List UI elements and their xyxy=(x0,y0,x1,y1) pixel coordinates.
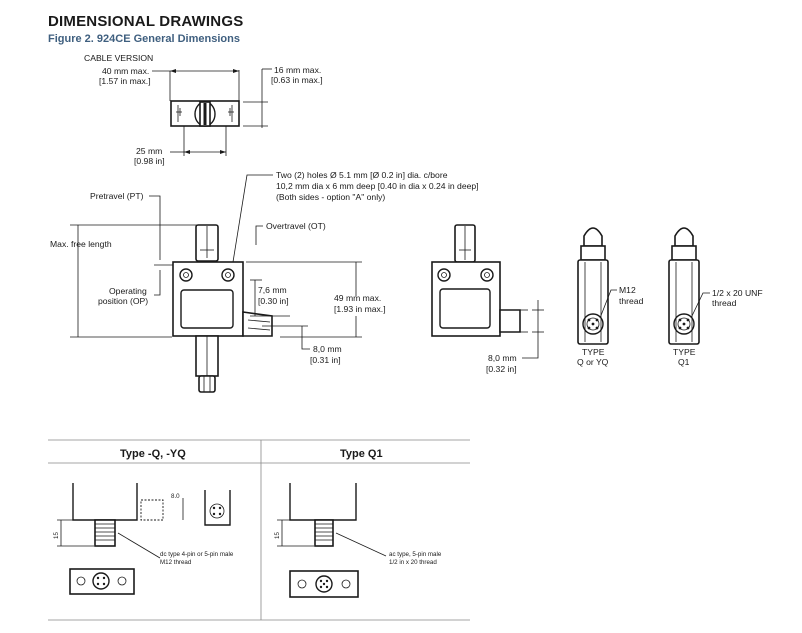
top-hole-spacing-mm: 25 mm xyxy=(136,146,162,156)
side-body xyxy=(431,261,501,337)
height-mm: 49 mm max. xyxy=(334,293,381,303)
left-connector-face xyxy=(209,503,225,519)
right-note-line1: ac type, 5-pin male xyxy=(389,551,442,558)
m12-label-line1: M12 xyxy=(619,285,636,295)
dim-76-mm: 7,6 mm xyxy=(258,285,287,295)
right-note-line2: 1/2 in x 20 thread xyxy=(389,559,437,566)
top-depth-mm: 16 mm max. xyxy=(274,65,321,75)
overtravel-label: Overtravel (OT) xyxy=(266,221,326,231)
q1-connector-face xyxy=(673,313,695,335)
dim-80-mm: 8,0 mm xyxy=(313,344,342,354)
left-note-line2: M12 thread xyxy=(160,559,192,566)
table-header-right: Type Q1 xyxy=(340,448,383,460)
side-dim-mm: 8,0 mm xyxy=(488,353,517,363)
top-hole-spacing-in: [0.98 in] xyxy=(134,156,165,166)
m12-connector-face xyxy=(582,313,604,335)
q1-type-line2: Q1 xyxy=(678,357,690,367)
left-alt-connector-dashed xyxy=(140,499,164,521)
side-view: 8,0 mm [0.32 in] xyxy=(431,224,544,374)
page-title: DIMENSIONAL DRAWINGS xyxy=(48,13,244,30)
m12-label-line2: thread xyxy=(619,296,644,306)
q1-type-line1: TYPE xyxy=(673,347,696,357)
front-view: Two (2) holes Ø 5.1 mm [Ø 0.2 in] dia. c… xyxy=(50,170,479,393)
operating-position-line1: Operating xyxy=(109,286,147,296)
figure-caption: Figure 2. 924CE General Dimensions xyxy=(48,33,240,45)
table-header-left: Type -Q, -YQ xyxy=(120,448,186,460)
left-threaded-stud xyxy=(94,519,116,547)
connector-view-q1: 1/2 x 20 UNF thread TYPE Q1 xyxy=(668,227,763,367)
height-in: [1.93 in max.] xyxy=(334,304,386,314)
top-depth-in: [0.63 in max.] xyxy=(271,75,323,85)
top-view: CABLE VERSION 40 mm max. [1.57 in max.] … xyxy=(84,53,323,166)
dim-76-in: [0.30 in] xyxy=(258,296,289,306)
m12-type-line1: TYPE xyxy=(582,347,605,357)
side-dim-in: [0.32 in] xyxy=(486,364,517,374)
max-free-length-label: Max. free length xyxy=(50,239,112,249)
operating-position-line2: position (OP) xyxy=(98,296,148,306)
connector-view-m12: M12 thread TYPE Q or YQ xyxy=(577,227,644,367)
holes-note-line2: 10,2 mm dia x 6 mm deep [0.40 in dia x 0… xyxy=(276,181,479,191)
holes-note-line3: (Both sides - option "A" only) xyxy=(276,192,385,202)
m12-type-line2: Q or YQ xyxy=(577,357,609,367)
dim-80-in: [0.31 in] xyxy=(310,355,341,365)
left-note-line1: dc type 4-pin or 5-pin male xyxy=(160,551,234,558)
detail-table: Type -Q, -YQ Type Q1 15 8.0 dc type 4-pi… xyxy=(48,439,470,621)
unf-label-line1: 1/2 x 20 UNF xyxy=(712,288,763,298)
unf-label-line2: thread xyxy=(712,298,737,308)
top-width-in: [1.57 in max.] xyxy=(99,76,151,86)
pretravel-label: Pretravel (PT) xyxy=(90,191,144,201)
right-threaded-stud xyxy=(314,519,334,547)
top-width-mm: 40 mm max. xyxy=(102,66,149,76)
left-dim-8: 8.0 xyxy=(171,493,180,500)
left-dim-15: 15 xyxy=(53,532,60,539)
cable-version-label: CABLE VERSION xyxy=(84,53,153,63)
holes-note-line1: Two (2) holes Ø 5.1 mm [Ø 0.2 in] dia. c… xyxy=(276,170,448,180)
right-dim-15: 15 xyxy=(274,532,281,539)
